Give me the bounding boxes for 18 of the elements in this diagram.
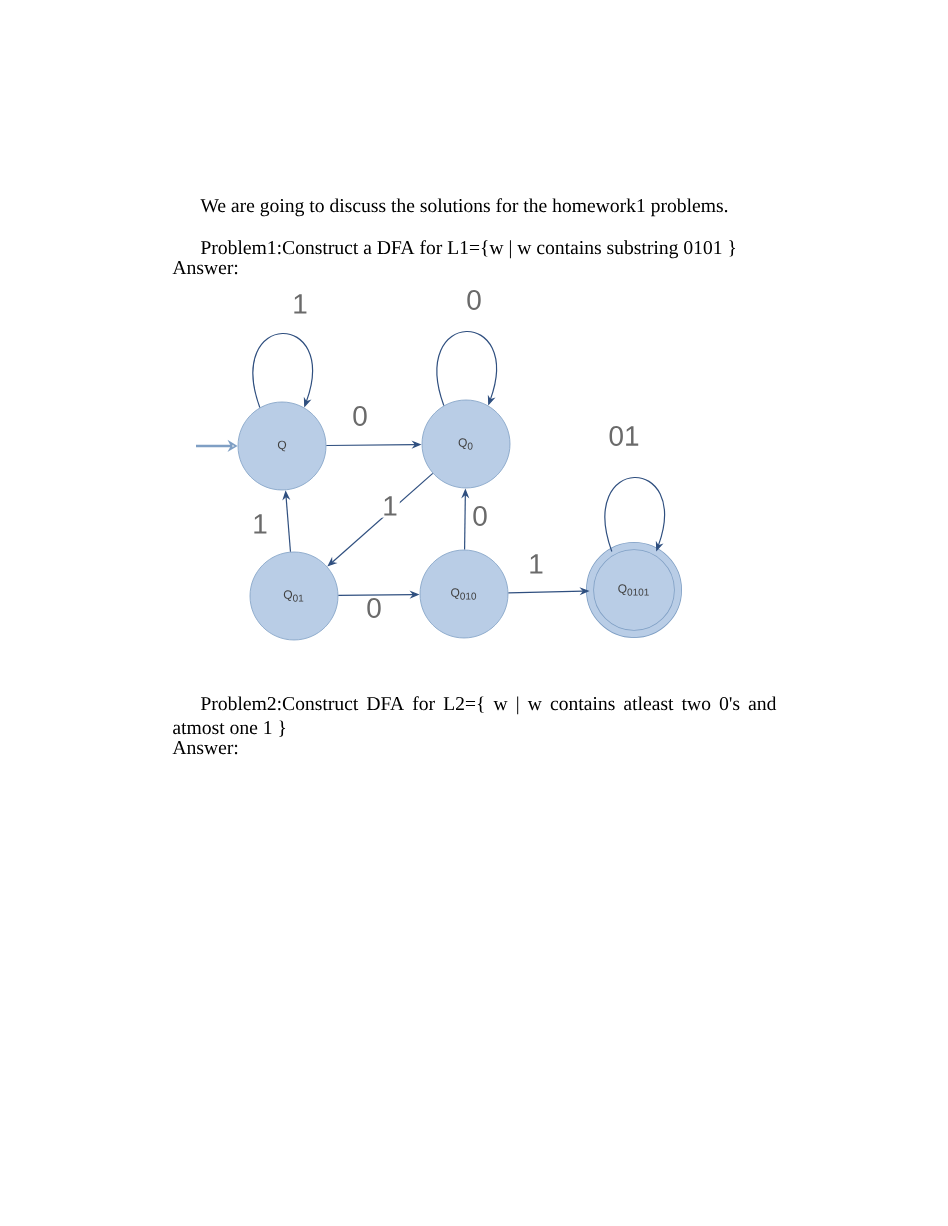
paragraph: Problem1:Construct a DFA for L1={w | w contains substring 0101 } xyxy=(200,240,736,259)
paragraph: Answer: xyxy=(172,741,238,755)
edge-label: 0 xyxy=(353,406,367,426)
edge-label: 1 xyxy=(384,496,397,516)
edge-label: 1 xyxy=(530,554,543,574)
edge-label: 0 xyxy=(467,290,481,310)
edge-label: 1 xyxy=(294,294,307,314)
edge-label: 0 xyxy=(473,506,487,526)
edge-label: 0 xyxy=(367,598,381,618)
paragraph: We are going to discuss the solutions for the homework1 problems. xyxy=(200,198,728,217)
loop-arrow xyxy=(252,332,313,409)
edge-label: 1 xyxy=(254,514,267,534)
paragraph: Answer: xyxy=(172,261,238,275)
loop-arrow xyxy=(604,476,665,553)
paragraph: Problem2:Construct DFA for L2={ w | w contains atleast two 0's and atmost one 1 } xyxy=(173,696,777,737)
arrow xyxy=(327,472,434,567)
edge-label: 01 xyxy=(609,426,639,446)
loop-arrow xyxy=(436,330,497,407)
